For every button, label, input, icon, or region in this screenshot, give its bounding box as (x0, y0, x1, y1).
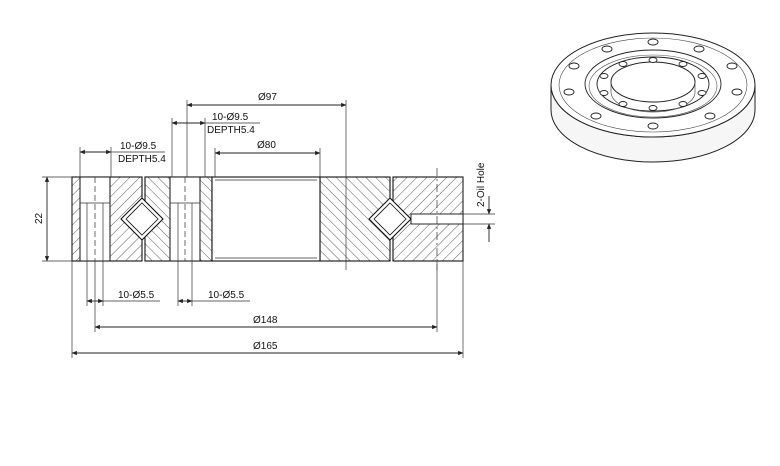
roller-right (368, 197, 412, 241)
cross-section (71, 176, 464, 262)
outer-bolt-holes (563, 38, 743, 130)
ring-bore (610, 61, 696, 103)
dim-d165: Ø165 (253, 341, 278, 352)
dim-depth-inner: DEPTH5.4 (207, 125, 255, 136)
dim-height: 22 (34, 212, 45, 224)
dim-holes-bottom-outer: 10-Ø5.5 (118, 290, 155, 301)
inner-bolt-holes (599, 57, 707, 111)
dim-holes-top-outer: 10-Ø9.5 (120, 141, 157, 152)
bore-area (211, 176, 321, 262)
dim-oil-hole: 2-Oil Hole (476, 162, 487, 207)
dim-d80: Ø80 (257, 140, 276, 151)
dim-d148: Ø148 (253, 315, 278, 326)
dimensions: Ø97 10-Ø9.5 DEPTH5.4 Ø80 10-Ø9.5 DEPTH5.… (34, 92, 495, 358)
dim-depth-outer: DEPTH5.4 (118, 154, 166, 165)
dim-holes-top-inner: 10-Ø9.5 (212, 112, 249, 123)
dim-holes-bottom-inner: 10-Ø5.5 (208, 290, 245, 301)
dim-d97: Ø97 (258, 92, 277, 103)
roller-left (120, 197, 164, 241)
bearing-3d-view (550, 32, 756, 163)
